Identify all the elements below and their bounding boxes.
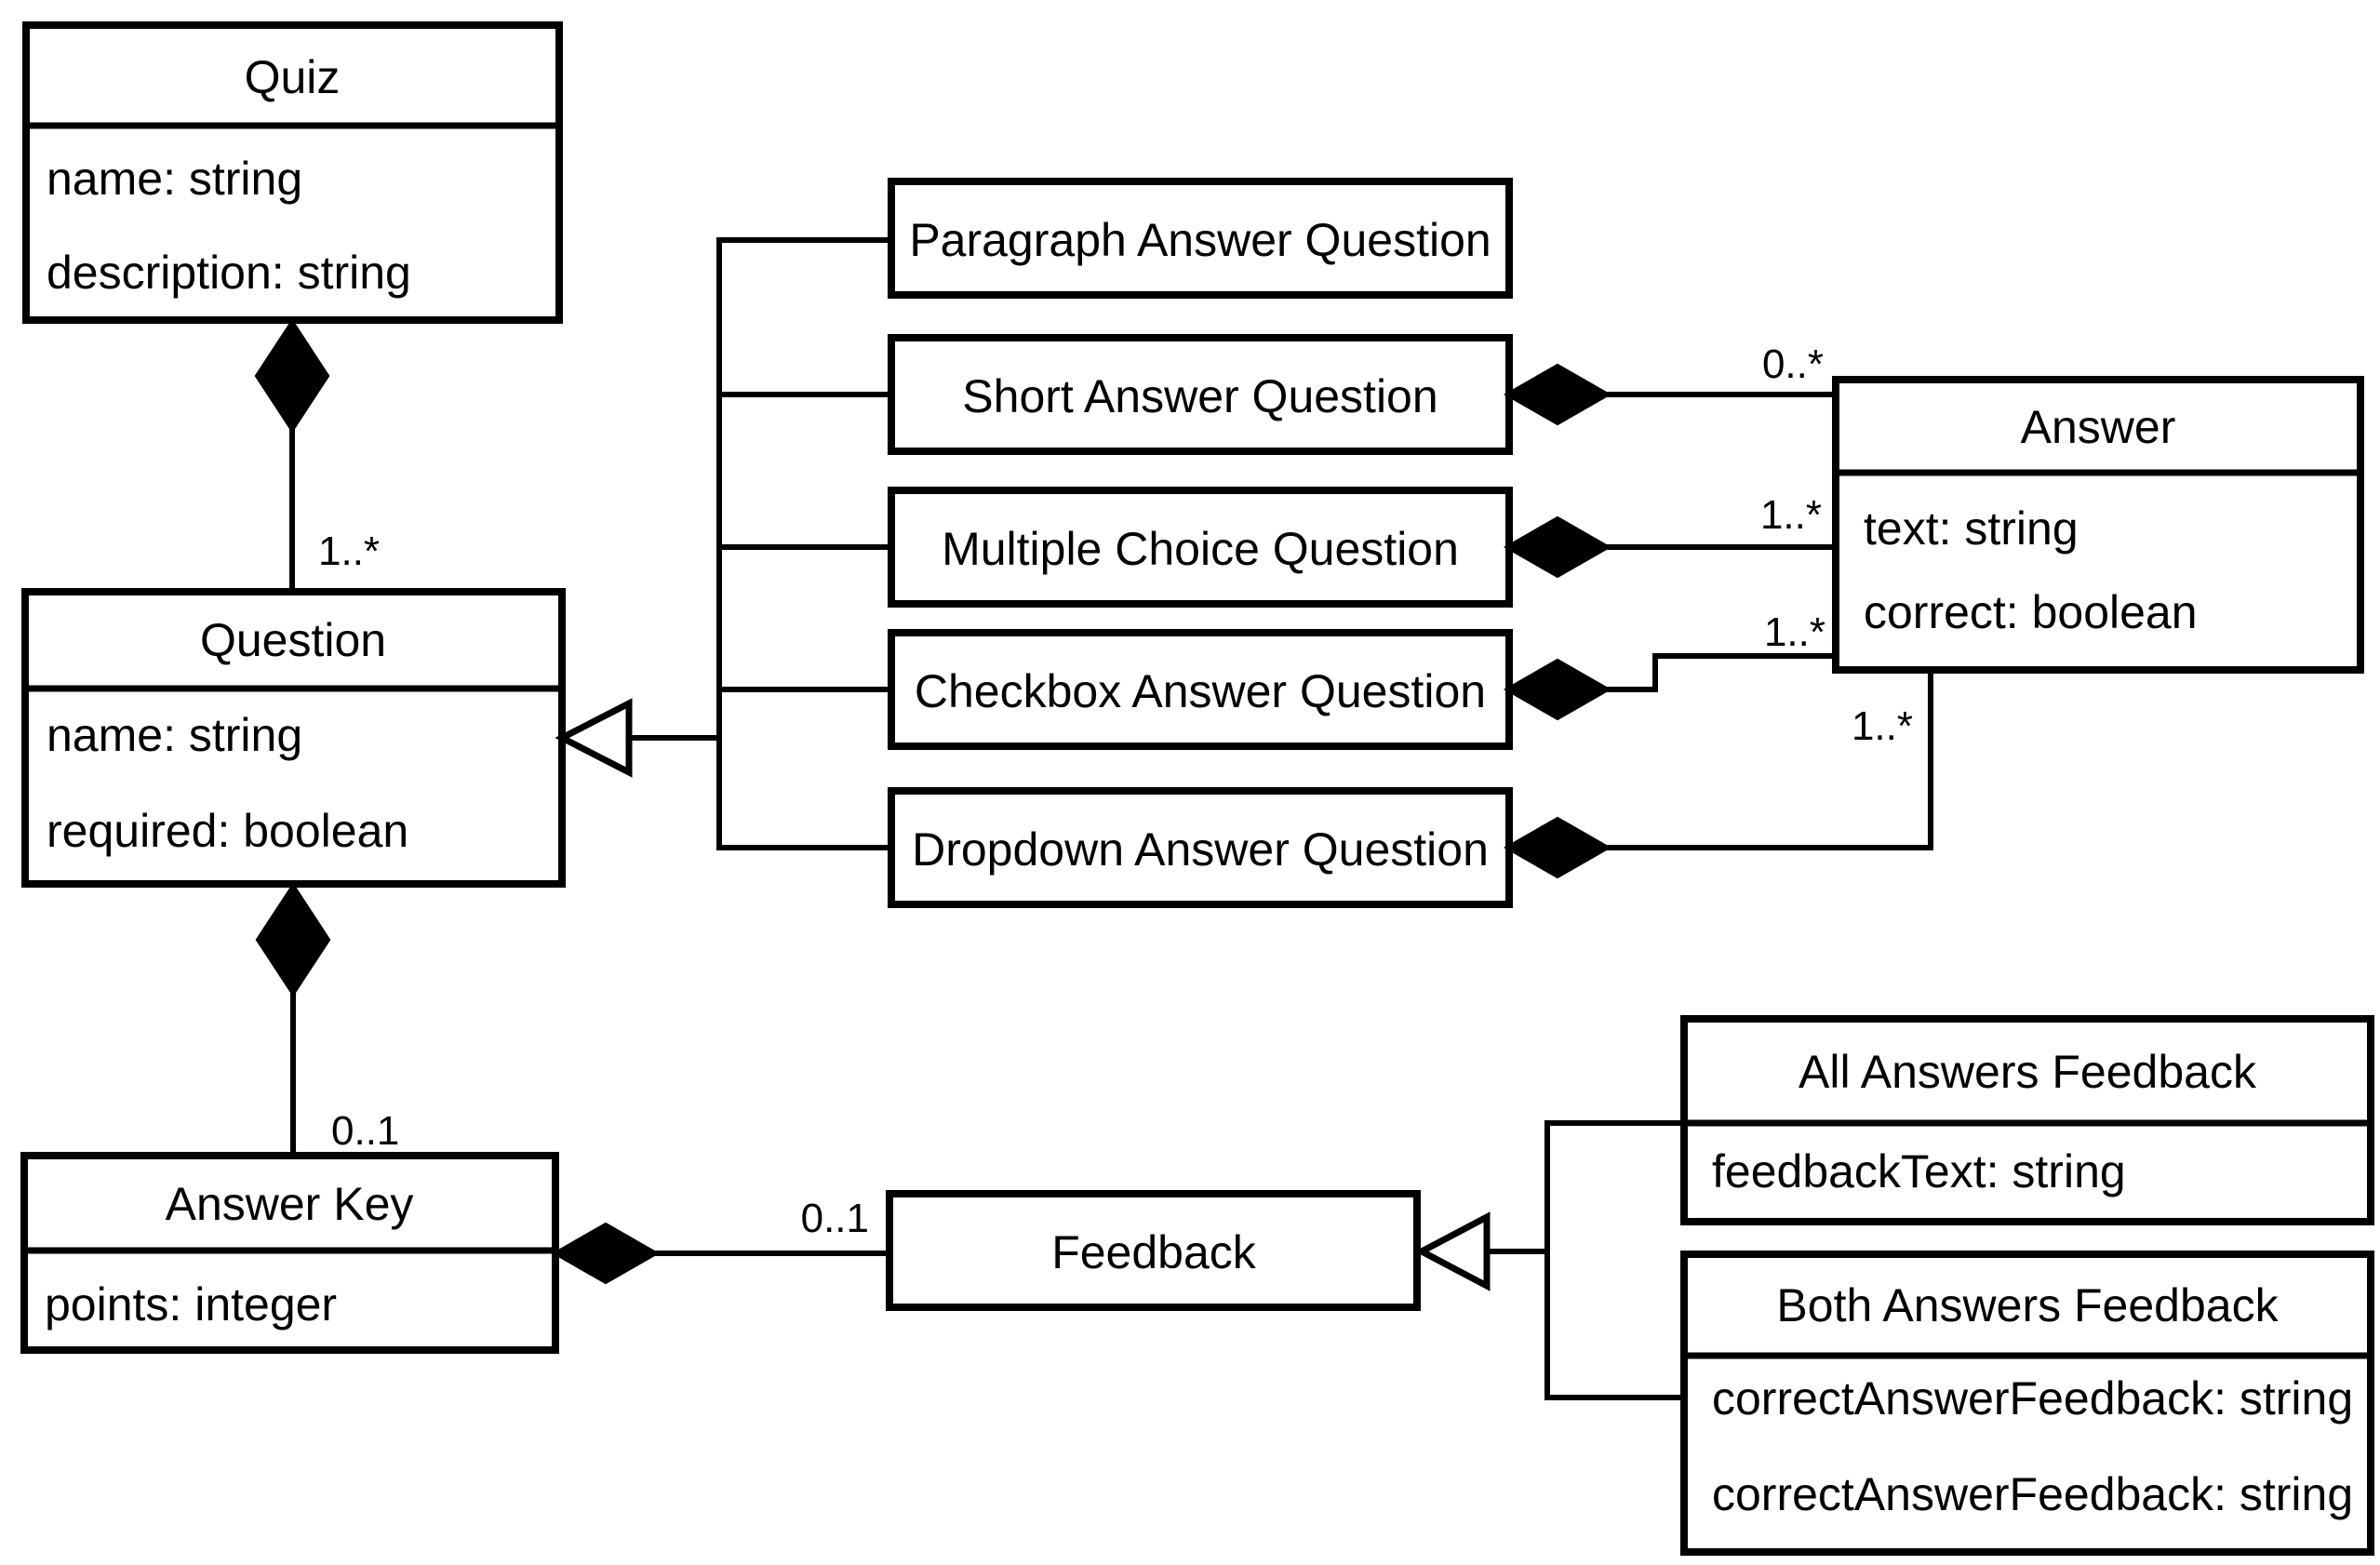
class-attribute: text: string (1864, 502, 2079, 555)
class-attribute: points: integer (45, 1278, 337, 1331)
class-title: Multiple Choice Question (942, 523, 1459, 575)
class-attribute: name: string (47, 153, 302, 205)
class-quiz: Quiz name: string description: string (22, 21, 563, 324)
multiplicity-label: 0..* (1762, 341, 1824, 387)
class-box (1832, 376, 2364, 674)
class-question: Question name: string required: boolean (21, 588, 566, 888)
class-box (888, 787, 1513, 908)
class-box (888, 629, 1513, 750)
generalization-triangle-icon (555, 698, 633, 778)
class-checkbox-answer-question: Checkbox Answer Question (888, 629, 1513, 750)
edge-dropdown-answer (1602, 670, 1933, 850)
class-box (886, 1190, 1421, 1311)
class-attribute: description: string (47, 247, 411, 299)
class-attribute: correctAnswerFeedback: string (1712, 1468, 2353, 1520)
composition-diamond-icon (1503, 515, 1612, 579)
class-box (1680, 1251, 2374, 1556)
composition-diamond-icon (255, 882, 331, 997)
class-title: Dropdown Answer Question (912, 823, 1489, 876)
edge-generalization-trunk (716, 237, 891, 850)
multiplicity-label: 1..* (318, 528, 380, 574)
multiplicity-label: 1..* (1760, 492, 1822, 538)
composition-diamond-icon (1503, 816, 1612, 879)
class-attribute: feedbackText: string (1712, 1145, 2126, 1197)
multiplicity-label: 0..1 (801, 1196, 869, 1241)
class-multiple-choice-question: Multiple Choice Question (888, 487, 1513, 608)
class-short-answer-question: Short Answer Question (888, 334, 1513, 455)
class-attribute: name: string (47, 709, 302, 761)
class-attribute: correct: boolean (1864, 586, 2198, 638)
class-box (888, 178, 1513, 299)
composition-diamond-icon (1503, 658, 1612, 721)
class-dropdown-answer-question: Dropdown Answer Question (888, 787, 1513, 908)
multiplicity-label: 1..* (1764, 609, 1825, 655)
composition-diamond-icon (254, 318, 330, 434)
multiplicity-label: 0..1 (331, 1108, 399, 1154)
multiplicity-label: 1..* (1852, 703, 1913, 749)
class-attribute: required: boolean (47, 805, 408, 857)
composition-diamond-icon (551, 1222, 661, 1285)
composition-diamond-icon (1503, 363, 1612, 426)
class-both-answers-feedback: Both Answers Feedback correctAnswerFeedb… (1680, 1251, 2374, 1556)
class-title: Answer Key (166, 1178, 414, 1230)
class-title: Question (200, 614, 386, 666)
class-title: Both Answers Feedback (1776, 1279, 2279, 1331)
class-attribute: correctAnswerFeedback: string (1712, 1372, 2353, 1425)
class-title: Feedback (1051, 1226, 1257, 1278)
generalization-triangle-icon (1414, 1211, 1491, 1291)
class-title: All Answers Feedback (1798, 1046, 2257, 1098)
edge-feedback-trunk (1544, 1120, 1684, 1400)
class-feedback: Feedback (886, 1190, 1421, 1311)
relationship-markers (254, 318, 1612, 1291)
class-answer-key: Answer Key points: integer (20, 1152, 559, 1354)
multiplicity-labels: 1..* 0..1 0..* 1..* 1..* 1..* 0..1 (318, 341, 1913, 1241)
class-title: Quiz (245, 51, 341, 103)
relationship-edges (289, 237, 1933, 1400)
class-all-answers-feedback: All Answers Feedback feedbackText: strin… (1680, 1015, 2374, 1225)
class-title: Answer (2021, 401, 2176, 453)
class-title: Checkbox Answer Question (915, 665, 1486, 717)
class-title: Paragraph Answer Question (909, 214, 1491, 266)
class-title: Short Answer Question (962, 370, 1437, 422)
edge-checkbox-answer (1602, 653, 1836, 692)
class-box (22, 21, 563, 324)
class-paragraph-answer-question: Paragraph Answer Question (888, 178, 1513, 299)
class-answer: Answer text: string correct: boolean (1832, 376, 2364, 674)
